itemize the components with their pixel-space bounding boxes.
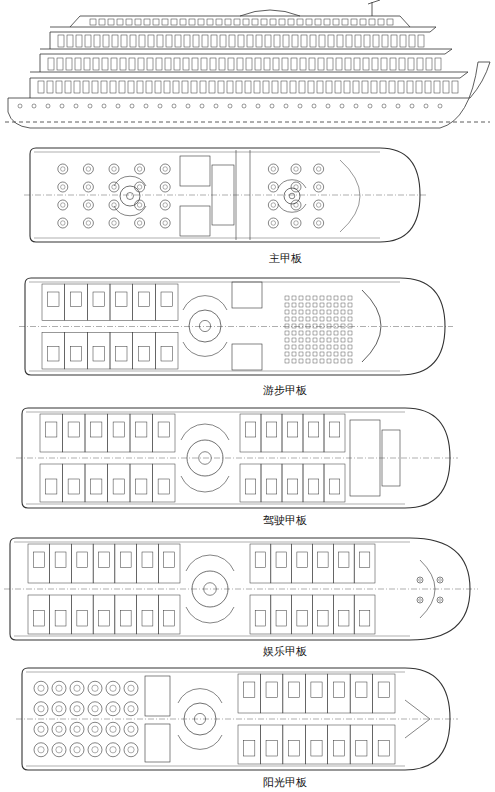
- deck-name: 阳光甲板: [261, 776, 309, 789]
- deck-name: 游步甲板: [261, 384, 309, 397]
- side-elevation: [5, 0, 490, 128]
- main-deck-plan: [24, 148, 428, 242]
- promenade-deck-plan: [19, 278, 453, 375]
- deck-name: 主甲板: [267, 252, 304, 265]
- bridge-deck-plan: [16, 408, 458, 508]
- deck-name: 娱乐甲板: [261, 645, 309, 658]
- deck-name: 驾驶甲板: [261, 514, 309, 527]
- sun-deck-plan: [16, 668, 458, 770]
- entertainment-deck-plan: [4, 538, 478, 640]
